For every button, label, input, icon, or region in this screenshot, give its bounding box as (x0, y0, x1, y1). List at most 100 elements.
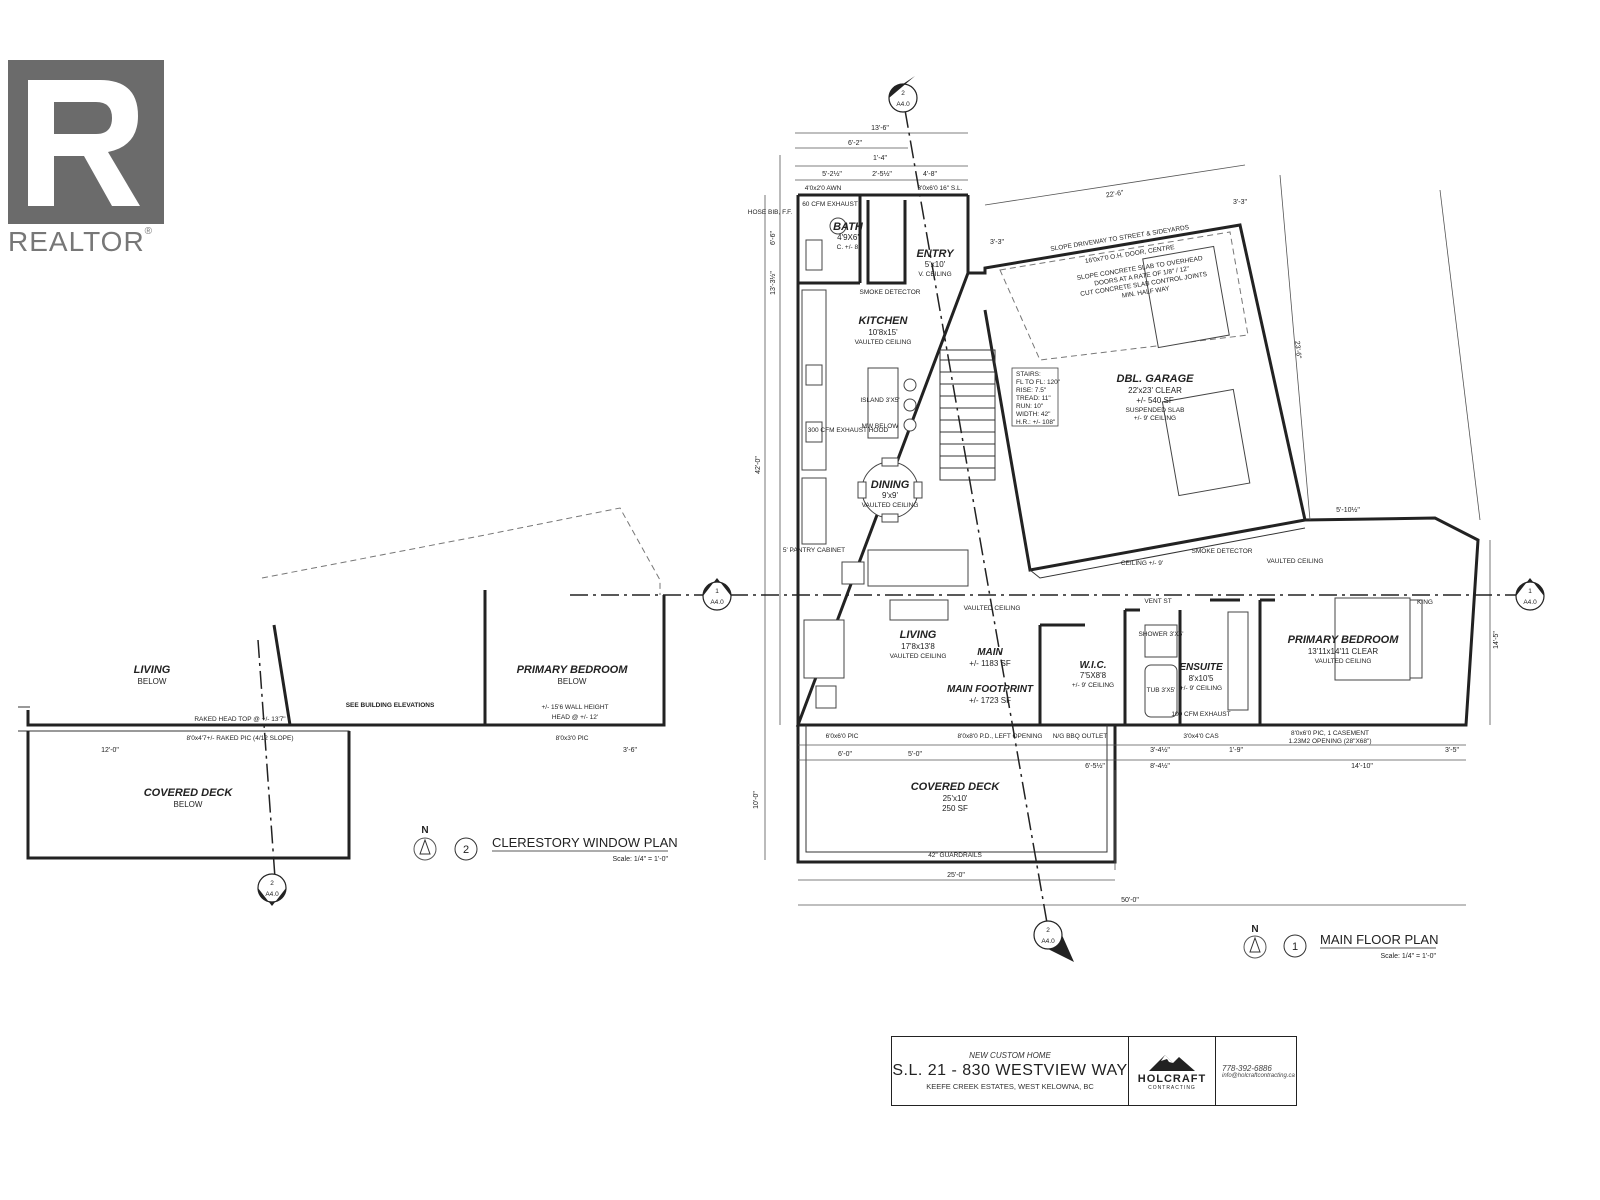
svg-text:5'-2½": 5'-2½" (822, 170, 842, 178)
builder-name: HOLCRAFT (1137, 1073, 1207, 1085)
note-smoke-detector: SMOKE DETECTOR (860, 289, 921, 296)
note-king: KING (1417, 599, 1433, 606)
clerestory-dim-3-6: 3'-6" (623, 747, 637, 754)
note-pic-casement: 8'0x6'0 PIC, 1 CASEMENT (1291, 730, 1369, 737)
stairs (939, 349, 996, 481)
clerestory-primary-bedroom-label: PRIMARY BEDROOM (517, 664, 629, 676)
main-plan-number: 1 (1292, 941, 1298, 953)
svg-text:WIDTH: 42": WIDTH: 42" (1016, 411, 1051, 418)
svg-text:RISE: 7.5": RISE: 7.5" (1016, 387, 1047, 394)
svg-text:25'-0": 25'-0" (947, 872, 965, 879)
svg-text:BELOW: BELOW (138, 677, 167, 686)
stool-1 (903, 378, 917, 392)
clerestory-window-plan: 2 A4.0 LIVING BELOW PRIMARY BEDROOM BELO… (18, 507, 678, 906)
svg-text:4'9X6': 4'9X6' (837, 233, 859, 242)
svg-text:VAULTED CEILING: VAULTED CEILING (855, 339, 912, 346)
svg-text:1'-9": 1'-9" (1229, 747, 1243, 754)
svg-text:13'-6": 13'-6" (871, 125, 889, 132)
realtor-wordmark: REALTOR® (8, 226, 154, 257)
svg-text:A4.0: A4.0 (710, 599, 724, 606)
svg-text:6'-5½": 6'-5½" (1085, 762, 1105, 770)
note-vaulted-2: VAULTED CEILING (1267, 558, 1324, 565)
note-opening: 1.23M2 OPENING (28"X68") (1288, 738, 1371, 745)
svg-text:+/- 1723 SF: +/- 1723 SF (969, 696, 1011, 705)
svg-text:2'-5½": 2'-5½" (872, 170, 892, 178)
svg-text:8'-4½": 8'-4½" (1150, 762, 1170, 770)
kitchen-island (867, 367, 899, 439)
stool-3 (903, 418, 917, 432)
svg-text:6'-0": 6'-0" (838, 751, 852, 758)
chair-3 (881, 457, 899, 467)
note-island: ISLAND 3'X5' (860, 397, 899, 404)
main-dimension-text: 13'-6" 6'-2" 1'-4" 5'-2½" 2'-5½" 4'-8" 4… (753, 125, 1500, 904)
room-dining-label: DINING (871, 479, 910, 491)
svg-text:A4.0: A4.0 (1523, 599, 1537, 606)
section-cut-2-clerestory (257, 639, 276, 879)
svg-text:+/- 1183 SF: +/- 1183 SF (969, 659, 1011, 668)
svg-text:10'8x15': 10'8x15' (868, 328, 898, 337)
clerestory-plan-title: CLERESTORY WINDOW PLAN (492, 835, 678, 850)
clerestory-plan-scale: Scale: 1/4" = 1'-0" (612, 856, 668, 863)
svg-text:5'x10': 5'x10' (925, 260, 946, 269)
main-dimension-lines (764, 132, 1491, 906)
note-hose-bib: HOSE BIB, F.F. (748, 209, 793, 216)
room-kitchen-label: KITCHEN (859, 315, 909, 327)
svg-text:C. +/- 8': C. +/- 8' (837, 244, 860, 251)
bed (1334, 597, 1411, 681)
svg-text:2: 2 (901, 90, 905, 97)
chair-2 (913, 481, 923, 499)
svg-text:RUN: 10": RUN: 10" (1016, 403, 1044, 410)
car-1 (1142, 245, 1230, 349)
svg-text:4'-8": 4'-8" (923, 171, 937, 178)
clerestory-north-arrow: N (413, 825, 437, 861)
stool-2 (903, 398, 917, 412)
svg-text:2: 2 (1046, 927, 1050, 934)
svg-text:7'5X8'8: 7'5X8'8 (1080, 671, 1107, 680)
svg-text:A4.0: A4.0 (265, 891, 279, 898)
clerestory-deck-outline (18, 706, 350, 859)
realtor-r-mark (8, 60, 164, 224)
clerestory-plan-number: 2 (463, 844, 469, 856)
room-bath-label: BATH (833, 221, 864, 233)
main-plan-title: MAIN FLOOR PLAN (1320, 932, 1438, 947)
note-patio-door: 8'0x8'0 P.D., LEFT OPENING (958, 733, 1043, 740)
svg-text:3'-3": 3'-3" (1233, 199, 1247, 206)
room-garage-label: DBL. GARAGE (1117, 373, 1195, 385)
room-primary-bedroom-label: PRIMARY BEDROOM (1288, 634, 1400, 646)
svg-text:N: N (1251, 924, 1258, 935)
note-wall-height: +/- 15'6 WALL HEIGHT (541, 704, 608, 711)
garage-door-swing (999, 231, 1249, 361)
svg-text:3'-5": 3'-5" (1445, 747, 1459, 754)
garage-wall-inner (1029, 527, 1306, 579)
note-head-height: HEAD @ +/- 12' (552, 714, 598, 721)
svg-text:2: 2 (270, 880, 274, 887)
svg-text:13'11x14'11 CLEAR: 13'11x14'11 CLEAR (1308, 647, 1379, 656)
main-exterior-wall (795, 193, 1480, 727)
svg-text:8'x10'5: 8'x10'5 (1189, 674, 1214, 683)
clerestory-plan-number-circle (454, 837, 478, 861)
svg-text:A4.0: A4.0 (896, 101, 910, 108)
svg-text:V. CEILING: V. CEILING (918, 271, 951, 278)
svg-text:BELOW: BELOW (558, 677, 587, 686)
clerestory-dim-12: 12'-0" (101, 747, 119, 754)
section-marker-2-top: 2 A4.0 (888, 76, 918, 113)
svg-text:1: 1 (715, 588, 719, 595)
note-bbq: N/G BBQ OUTLET (1053, 733, 1108, 740)
note-see-elevations: SEE BUILDING ELEVATIONS (346, 702, 435, 709)
note-ceiling-9: CEILING +/- 9' (1121, 560, 1163, 567)
vanity (805, 239, 823, 271)
svg-text:+/- 9' CEILING: +/- 9' CEILING (1180, 685, 1222, 692)
main-north-arrow: N (1243, 924, 1267, 959)
svg-text:5'-0": 5'-0" (908, 751, 922, 758)
svg-text:3'-4½": 3'-4½" (1150, 746, 1170, 754)
svg-text:FL TO FL: 120": FL TO FL: 120" (1016, 379, 1061, 386)
note-exhaust-100: 100 CFM EXHAUST (1171, 711, 1230, 718)
svg-text:10'-0": 10'-0" (753, 791, 760, 809)
svg-text:22'-6": 22'-6" (1105, 190, 1124, 200)
svg-text:VAULTED CEILING: VAULTED CEILING (1315, 658, 1372, 665)
builder-phone: 778-392-6886 (1222, 1063, 1272, 1073)
svg-text:17'8x13'8: 17'8x13'8 (901, 642, 935, 651)
svg-text:+/- 9' CEILING: +/- 9' CEILING (1134, 415, 1176, 422)
main-floor-plan: 2 A4.0 2 A4.0 1 A4.0 1 A4.0 BATH 4'9X6' … (570, 76, 1545, 962)
svg-text:TREAD: 11": TREAD: 11" (1016, 395, 1051, 402)
